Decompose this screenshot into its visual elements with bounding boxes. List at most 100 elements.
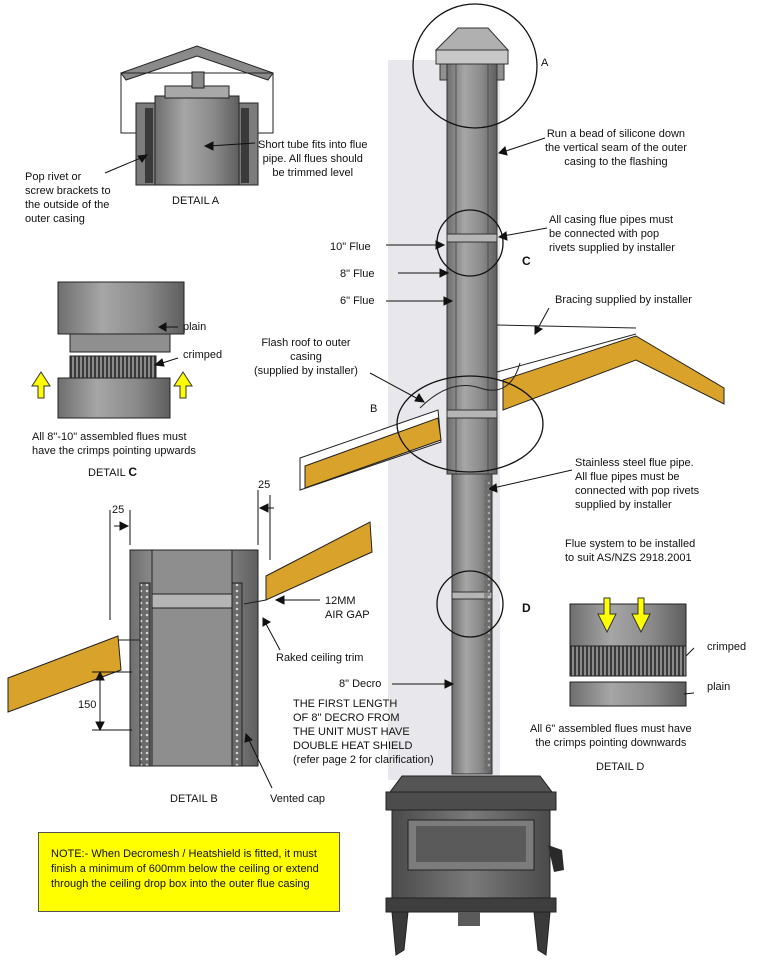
letter-a: A [541,57,549,69]
tube-line-1: Short tube fits into flue [258,139,368,151]
note-box: NOTE:- When Decromesh / Heatshield is fi… [38,832,340,912]
detail-a-drawing [120,45,274,186]
vented-cap-label: Vented cap [270,793,326,805]
standard-line-2: to suit AS/NZS 2918.2001 [565,552,692,564]
tube-line-2: pipe. All flues should [262,153,363,165]
casing-line-3: rivets supplied by installer [549,242,675,254]
bracing-label: Bracing supplied by installer [555,294,692,306]
detail-d-note: All 6" assembled flues must have the cri… [530,722,692,750]
letter-d: D [522,601,531,615]
up-arrow-right [173,371,193,399]
outer-casing [446,63,498,475]
leader-lines [92,137,695,789]
detail-c-note-line-1: All 8"-10" assembled flues must [32,431,187,443]
stove [385,775,564,956]
first-length-line-5: (refer page 2 for clarification) [293,754,434,766]
stove-leg-left [391,911,409,956]
flash-line-3: (supplied by installer) [254,365,358,377]
cowl-top [434,27,510,51]
note-line-2: finish a minimum of 600mm below the ceil… [51,863,319,875]
air-gap-line-1: 12MM [325,595,356,607]
circle-b [396,375,544,473]
detail-d-note-line-1: All 6" assembled flues must have [530,723,692,735]
stainless-line-1: Stainless steel flue pipe. [575,457,694,469]
letter-b: B [370,403,378,415]
detail-a-tube-callout: Short tube fits into flue pipe. All flue… [258,138,367,180]
casing-join-c [446,233,498,243]
dim-25-left: 25 [112,504,125,516]
first-length-line-2: OF 8" DECRO FROM [293,712,400,724]
main-flue [299,3,725,956]
note-line-1: NOTE:- When Decromesh / Heatshield is fi… [51,848,317,860]
silicone-line-2: the vertical seam of the outer [545,142,687,154]
air-gap-label: 12MM AIR GAP [325,594,370,622]
silicone-line-1: Run a bead of silicone down [546,128,686,140]
cowl-ring [435,49,509,65]
detail-b-caption: DETAIL B [170,793,218,805]
detail-c-crimped-label: crimped [183,349,223,361]
stove-leg-right [533,911,551,956]
flue-6-label: 6" Flue [340,295,375,307]
stainless-callout: Stainless steel flue pipe. All flue pipe… [575,456,699,512]
circle-a [412,3,538,129]
detail-c-note-line-2: have the crimps pointing upwards [32,445,196,457]
flue-join-d [451,591,493,600]
flash-line-1: Flash roof to outer [261,337,351,349]
first-length-line-1: THE FIRST LENGTH [293,698,398,710]
first-length-line-4: DOUBLE HEAT SHIELD [293,740,413,752]
detail-d-note-line-2: the crimps pointing downwards [535,737,687,749]
air-gap-line-2: AIR GAP [325,609,370,621]
down-arrow-left [597,597,617,634]
tube-line-3: be trimmed level [272,167,354,179]
stainless-line-3: connected with pop rivets [575,485,700,497]
detail-c-caption-letter: C [128,465,138,479]
stainless-line-2: All flue pipes must be [575,471,680,483]
rivet-line-4: outer casing [25,213,85,225]
flash-roof-callout: Flash roof to outer casing (supplied by … [254,336,358,378]
detail-d-crimped-label: crimped [707,641,747,653]
casing-pipes-callout: All casing flue pipes must be connected … [549,213,675,255]
dim-25-right: 25 [258,479,271,491]
detail-a-caption: DETAIL A [172,195,220,207]
flash-line-2: casing [290,351,322,363]
decro-perforation [484,480,490,770]
letter-c: C [522,254,531,268]
detail-c-plain-label: plain [183,321,207,333]
detail-b-drawing [7,521,373,767]
detail-c-caption: DETAIL C [88,465,137,480]
flue-8-label: 8" Flue [340,268,375,280]
decro-label: 8" Decro [339,678,382,690]
standard-line-1: Flue system to be installed [565,538,696,550]
detail-a-rivet-callout: Pop rivet or screw brackets to the outsi… [25,170,111,226]
silicone-line-3: casing to the flashing [564,156,668,168]
stainless-line-4: supplied by installer [575,499,672,511]
detail-d-drawing [569,597,687,707]
first-length-line-3: THE UNIT MUST HAVE [293,726,410,738]
rivet-line-3: the outside of the [25,199,110,211]
detail-c-note: All 8"-10" assembled flues must have the… [32,430,196,458]
silicone-callout: Run a bead of silicone down the vertical… [545,127,687,169]
up-arrow-left [31,371,51,399]
detail-d-plain-label: plain [707,681,731,693]
first-length-callout: THE FIRST LENGTH OF 8" DECRO FROM THE UN… [293,697,434,767]
detail-c-caption-prefix: DETAIL [88,467,129,479]
stove-handle [548,845,564,872]
flue-10-label: 10" Flue [330,241,371,253]
ceiling-trim-label: Raked ceiling trim [276,652,364,664]
circle-d [436,570,504,638]
rivet-line-1: Pop rivet or [25,171,82,183]
rivet-line-2: screw brackets to [25,185,111,197]
casing-join-b [446,409,498,419]
roof-main [299,324,725,491]
casing-line-1: All casing flue pipes must [549,214,674,226]
detail-c-crimps [69,355,157,379]
detail-c-drawing [31,281,193,419]
detail-d-caption: DETAIL D [596,761,645,773]
casing-line-2: be connected with pop [549,228,660,240]
detail-d-crimps [569,645,687,677]
down-arrow-right [631,597,651,634]
note-line-3: through the ceiling drop box into the ou… [51,878,310,890]
dim-150: 150 [78,699,97,711]
standard-callout: Flue system to be installed to suit AS/N… [565,537,695,565]
